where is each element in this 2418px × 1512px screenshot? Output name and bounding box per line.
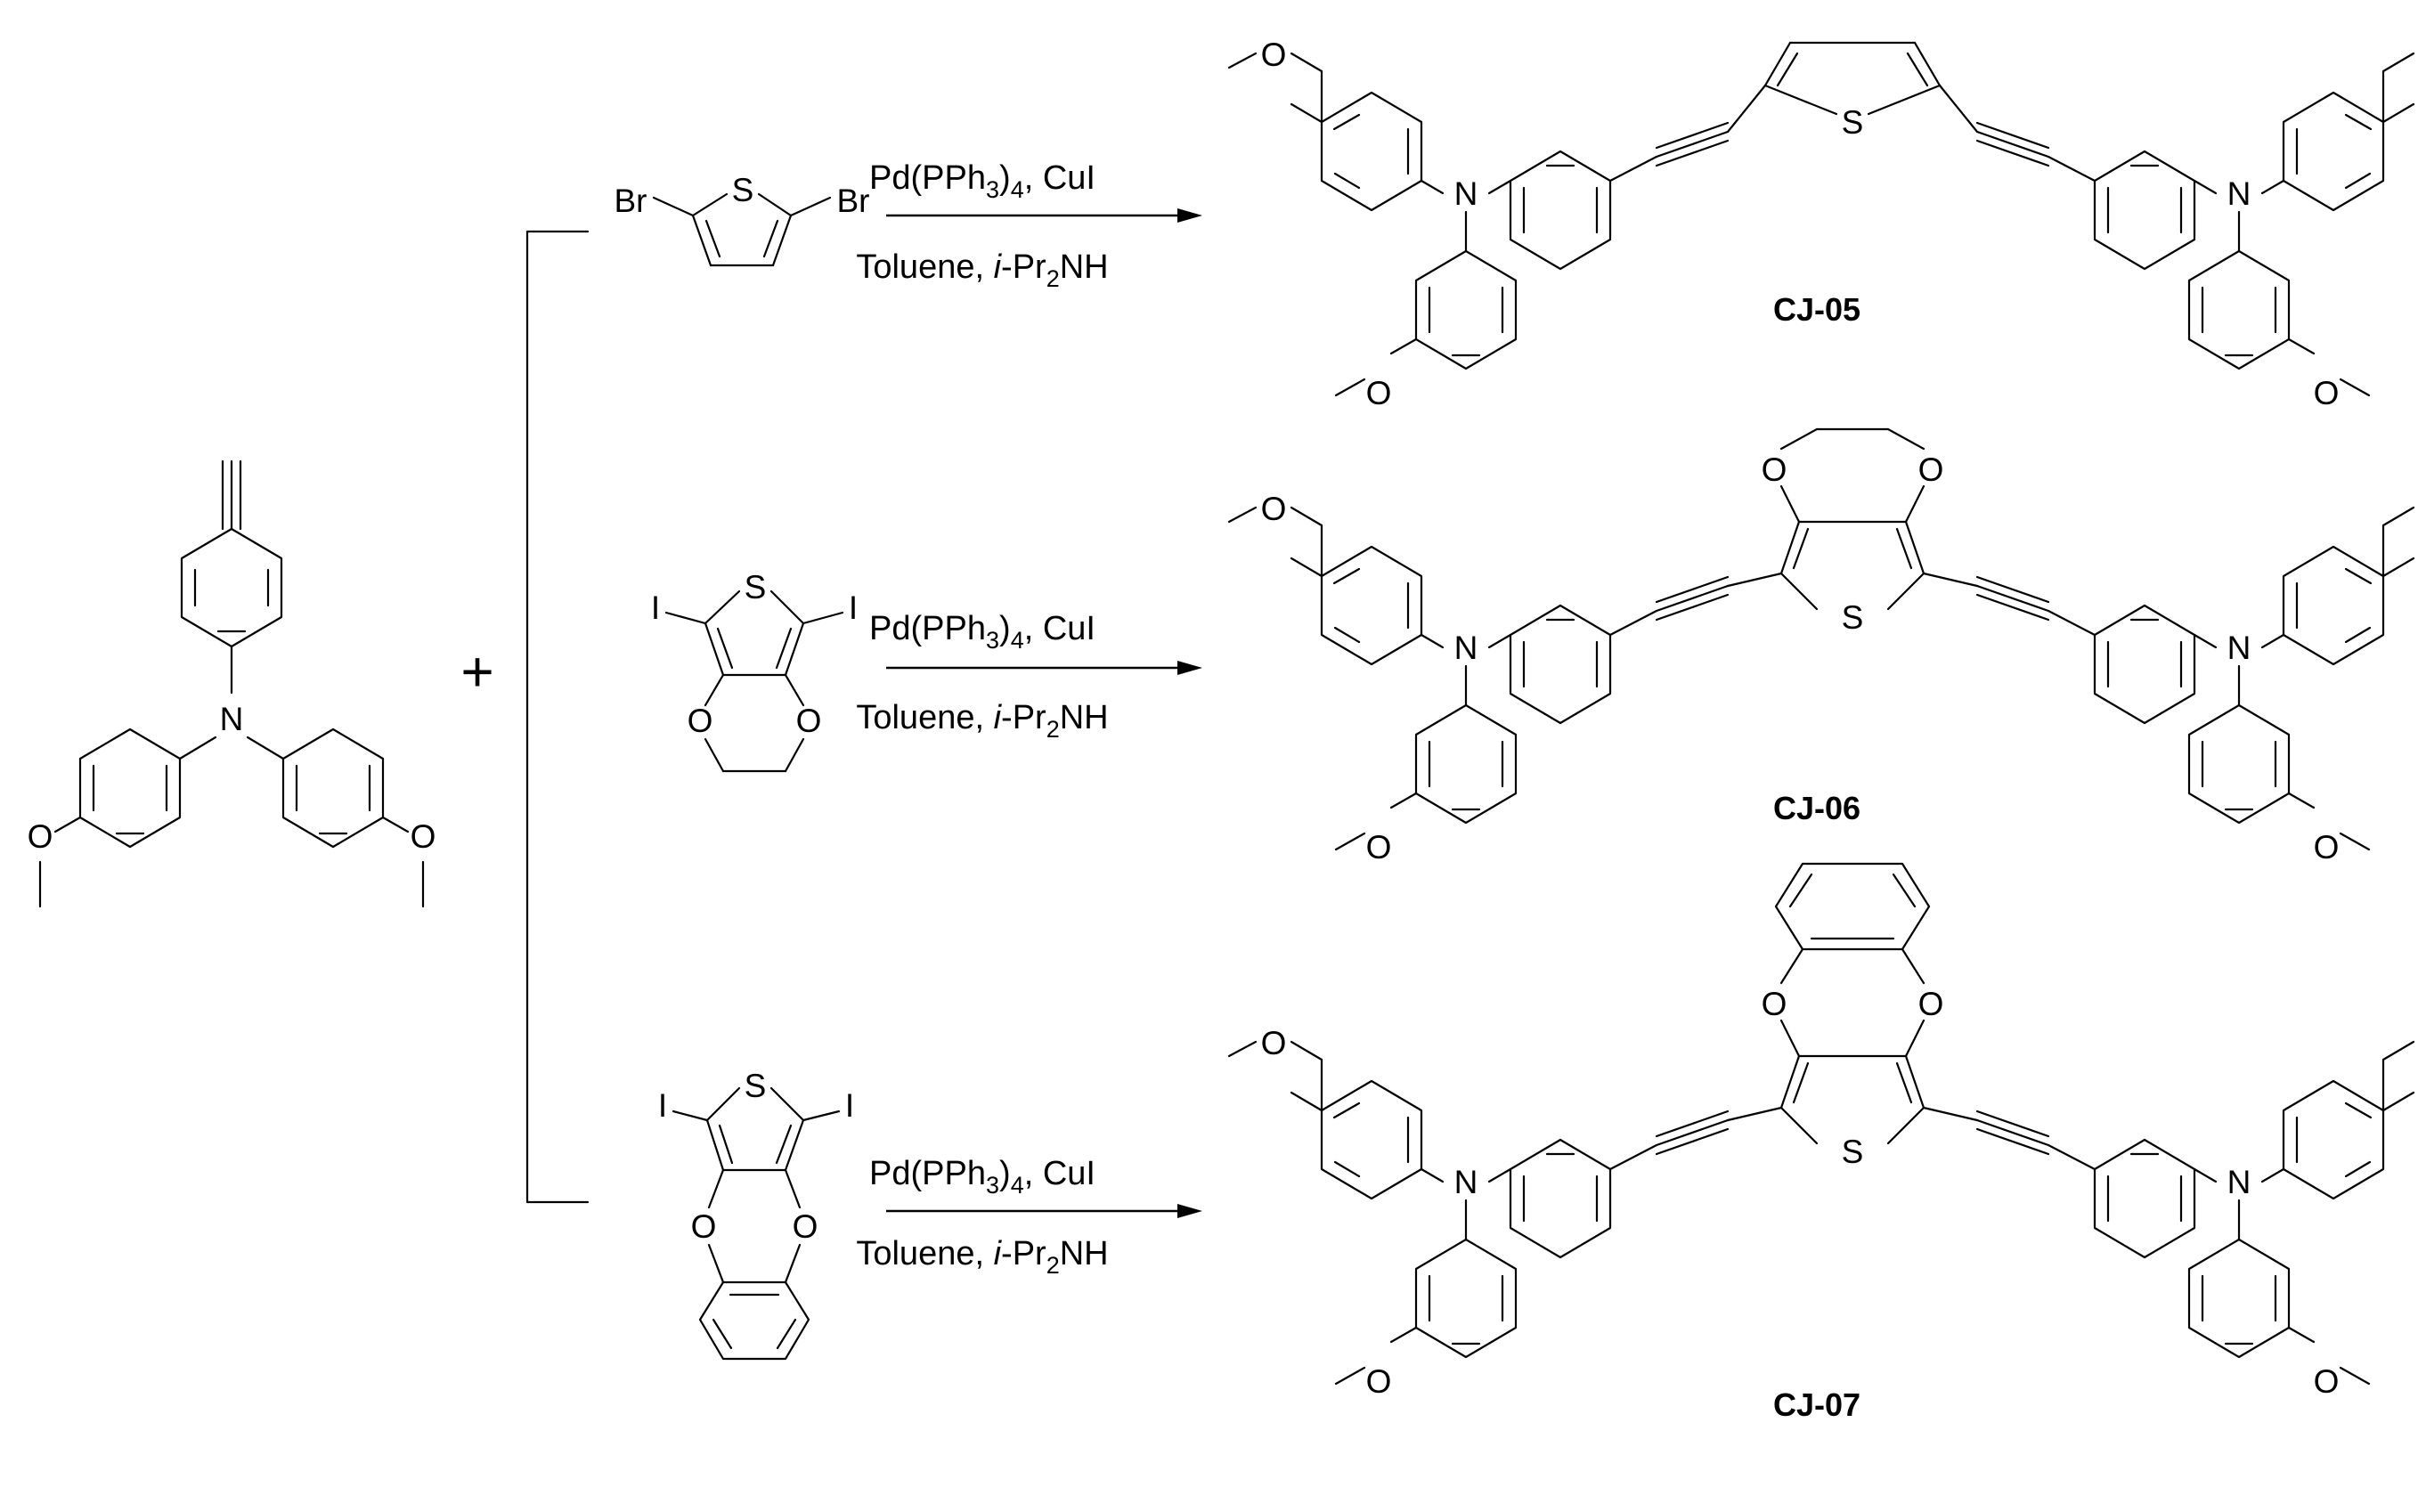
methoxy-oxygen-bottom-left: O	[1366, 829, 1392, 866]
methoxy-oxygen-top-left: O	[1261, 491, 1287, 527]
methoxy-oxygen-bottom-right: O	[2314, 1363, 2340, 1400]
iodine-right: I	[849, 589, 858, 626]
iodine-right: I	[845, 1087, 854, 1124]
bromine-right: Br	[837, 183, 870, 219]
compound-label-cj-07: CJ-07	[1773, 1386, 1860, 1423]
reaction-arrow-1: Pd(PPh3)4, CuI Toluene, i-Pr2NH	[856, 159, 1202, 292]
thiophene-sulfur: S	[1842, 1134, 1864, 1170]
alkyne-bond	[221, 459, 242, 531]
amine-nitrogen-right: N	[2227, 630, 2251, 666]
amine-nitrogen-right: N	[2227, 175, 2251, 212]
ring-oxygen-left: O	[691, 1208, 717, 1245]
plus-sign: +	[460, 639, 493, 703]
methoxy-oxygen-bottom-right: O	[2314, 375, 2340, 411]
methoxy-oxygen-top-left: O	[1261, 37, 1287, 73]
benzene-ring-left	[78, 728, 182, 849]
amine-nitrogen-left: N	[1454, 1164, 1478, 1200]
methoxy-oxygen-left: O	[28, 818, 53, 855]
compound-label-cj-05: CJ-05	[1773, 291, 1860, 328]
catalyst-label: Pd(PPh3)4, CuI	[869, 1155, 1095, 1199]
ring-oxygen-left: O	[1762, 451, 1787, 488]
compound-label-cj-06: CJ-06	[1773, 790, 1860, 826]
methoxy-oxygen-bottom-left: O	[1366, 1363, 1392, 1400]
ring-oxygen-right: O	[793, 1208, 818, 1245]
iodine-left: I	[658, 1087, 667, 1124]
ring-oxygen-right: O	[1918, 986, 1944, 1022]
catalyst-label: Pd(PPh3)4, CuI	[869, 610, 1095, 654]
amine-nitrogen-left: N	[1454, 175, 1478, 212]
solvent-label: Toluene, i-Pr2NH	[856, 1235, 1108, 1279]
iodine-left: I	[651, 589, 660, 626]
branch-bracket	[525, 230, 590, 1204]
benzo-ring	[698, 1280, 810, 1361]
dibromothiophene: Br S Br	[615, 172, 870, 267]
amine-nitrogen-left: N	[1454, 630, 1478, 666]
catalyst-label: Pd(PPh3)4, CuI	[869, 159, 1095, 203]
edot-core: S O O	[1726, 427, 1979, 636]
methoxy-oxygen-top-left: O	[1261, 1025, 1287, 1061]
thiophene-sulfur: S	[1842, 599, 1864, 636]
benzene-ring-top	[180, 527, 283, 648]
amine-nitrogen: N	[220, 701, 244, 737]
diiodo-edot: I S I O O	[651, 569, 858, 773]
amine-nitrogen-right: N	[2227, 1164, 2251, 1200]
product-cj-06: O O O O N N S O O CJ-06	[1227, 427, 2418, 866]
diiodo-benzodioxinothiophene: I S I O O	[658, 1068, 854, 1361]
product-cj-07: O O O O N N S O O CJ-07	[1227, 862, 2418, 1423]
solvent-label: Toluene, i-Pr2NH	[856, 248, 1108, 292]
sulfur-atom: S	[745, 1068, 767, 1104]
reaction-arrow-3: Pd(PPh3)4, CuI Toluene, i-Pr2NH	[856, 1155, 1202, 1279]
reaction-arrow-2: Pd(PPh3)4, CuI Toluene, i-Pr2NH	[856, 610, 1202, 743]
bromine-left: Br	[615, 183, 647, 219]
starting-material: N O O	[28, 459, 436, 908]
methoxy-oxygen-bottom-left: O	[1366, 375, 1392, 411]
ring-oxygen-left: O	[688, 703, 713, 739]
ring-oxygen-right: O	[1918, 451, 1944, 488]
thiophene-sulfur: S	[1842, 104, 1864, 141]
product-cj-05: O O O O N N S CJ-05	[1227, 37, 2418, 411]
thiophene-core: S	[1726, 41, 1979, 141]
solvent-label: Toluene, i-Pr2NH	[856, 699, 1108, 743]
ring-oxygen-left: O	[1762, 986, 1787, 1022]
methoxy-oxygen-right: O	[411, 818, 436, 855]
ring-oxygen-right: O	[796, 703, 822, 739]
sulfur-atom: S	[732, 172, 754, 208]
methoxy-oxygen-bottom-right: O	[2314, 829, 2340, 866]
sulfur-atom: S	[745, 569, 767, 606]
benzene-ring-right	[281, 728, 385, 849]
benzodioxinothiophene-core: S O O	[1726, 862, 1979, 1170]
